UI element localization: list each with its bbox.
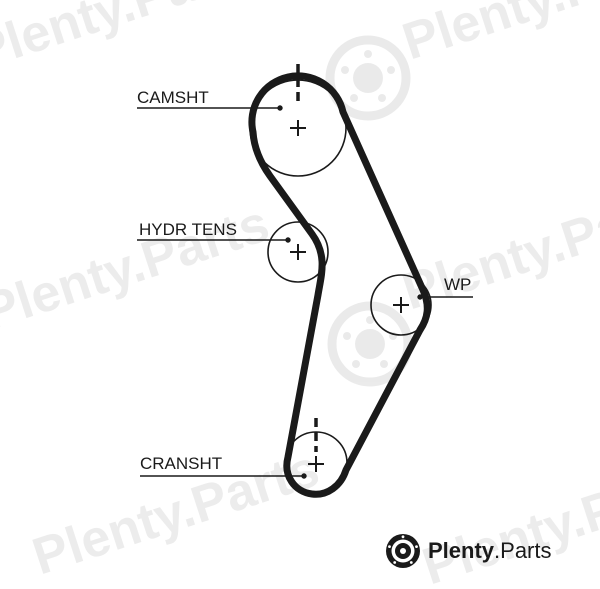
hydraulic-tensioner-label: HYDR TENS — [139, 220, 237, 239]
camshaft-label: CAMSHT — [137, 88, 209, 107]
timing-belt — [248, 72, 431, 498]
crankshaft-center-plus-icon — [308, 456, 324, 472]
tensioner-center-plus-icon — [290, 244, 306, 260]
hydraulic-tensioner-pulley — [267, 221, 329, 283]
camshaft-leader-dot — [277, 105, 283, 111]
tensioner-leader-dot — [285, 237, 291, 243]
brand-logo: Plenty.Parts — [384, 531, 552, 571]
brand-name: Plenty.Parts — [428, 538, 552, 564]
camshaft-center-plus-icon — [290, 120, 306, 136]
brand-name-bold: Plenty — [428, 538, 495, 563]
watermark-text: Plenty.Parts — [0, 195, 276, 342]
water-pump-center-plus-icon — [393, 297, 409, 313]
crankshaft-label: CRANSHT — [140, 454, 222, 473]
watermark-text: Plenty.Parts — [396, 0, 600, 71]
watermark-disc-icon — [325, 35, 411, 121]
water-pump-pulley — [370, 274, 432, 336]
brand-name-rest: .Parts — [494, 538, 552, 563]
watermark-text: Plenty.Parts — [0, 0, 266, 81]
crankshaft-leader-dot — [301, 473, 307, 479]
water-pump-label: WP — [444, 275, 471, 294]
watermark-disc-icon — [327, 301, 413, 387]
brake-disc-icon — [386, 534, 420, 568]
water-pump-leader-dot — [417, 294, 423, 300]
